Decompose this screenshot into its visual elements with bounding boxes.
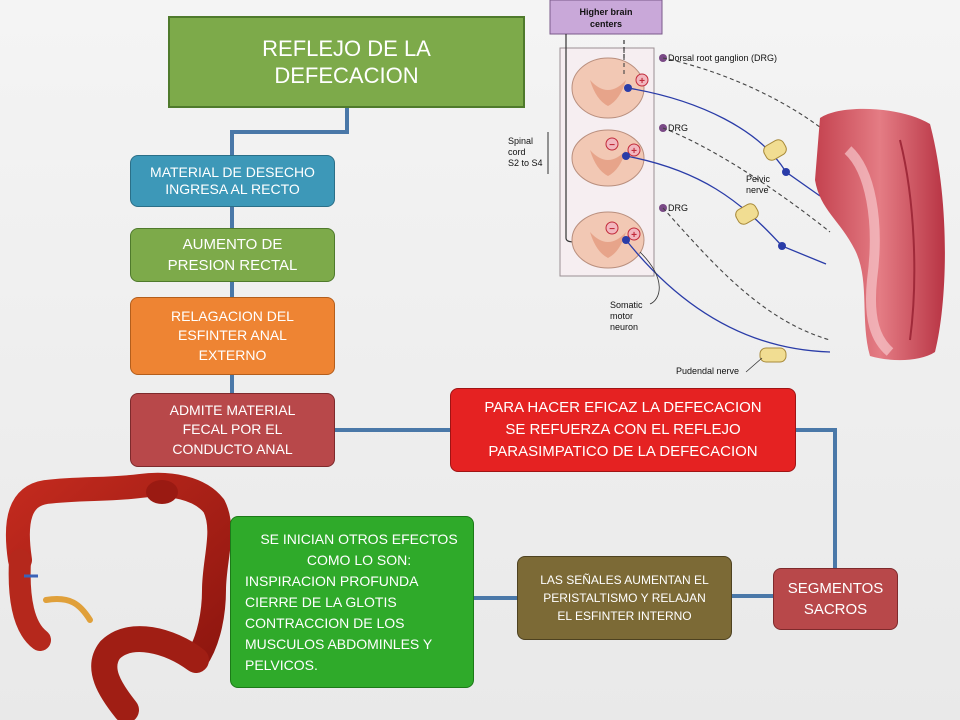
colon-illustration: [5, 472, 232, 720]
minus-sign-2: −: [609, 224, 615, 235]
higher-brain-label-1: Higher brain: [579, 7, 632, 17]
spinal-segment-1: [571, 57, 645, 119]
step-relajacion-line-2: ESFINTER ANAL: [178, 327, 287, 344]
step-efectos-line-3: INSPIRACION PROFUNDA: [245, 572, 419, 589]
minus-sign-1: −: [609, 140, 615, 151]
step-otros-efectos: SE INICIAN OTROS EFECTOS COMO LO SON: IN…: [230, 516, 474, 688]
pelvic-nerve-label-1: Pelvic: [746, 174, 771, 184]
step-aumento-line-1: AUMENTO DE: [182, 236, 283, 253]
rectum-illustration: [815, 108, 945, 361]
pudendal-nerve-bundle: [759, 347, 787, 363]
spinal-segment-2: [571, 129, 645, 187]
step-admite-line-1: ADMITE MATERIAL: [169, 401, 296, 418]
step-material-line-1: MATERIAL DE DESECHO: [150, 163, 315, 180]
step-material-desecho: MATERIAL DE DESECHO INGRESA AL RECTO: [130, 155, 335, 207]
step-senales-line-2: PERISTALTISMO Y RELAJAN: [543, 591, 706, 605]
step-admite-material: ADMITE MATERIAL FECAL POR EL CONDUCTO AN…: [130, 393, 335, 467]
plus-sign-3: +: [631, 230, 637, 241]
somatic-label-2: motor: [610, 311, 633, 321]
step-efectos-line-6: MUSCULOS ABDOMINLES Y: [245, 635, 433, 652]
drg-label-2: DRG: [668, 123, 688, 133]
step-material-line-2: INGRESA AL RECTO: [165, 181, 300, 197]
step-refuerzo-line-2: SE REFUERZA CON EL REFLEJO: [505, 421, 741, 439]
pelvic-nerve-bundle-1: [763, 139, 787, 161]
afferent-fiber-2: [662, 127, 831, 233]
step-efectos-line-1: SE INICIAN OTROS EFECTOS: [260, 530, 458, 547]
pudendal-label: Pudendal nerve: [676, 366, 739, 376]
title-line-2: DEFECACION: [274, 63, 419, 88]
pelvic-nerve-label-2: nerve: [746, 185, 769, 195]
drg-full-label: Dorsal root ganglion (DRG): [668, 53, 777, 63]
step-senales-line-1: LAS SEÑALES AUMENTAN EL: [540, 573, 709, 587]
step-efectos-line-5: CONTRACCION DE LOS: [245, 614, 405, 631]
step-refuerzo-line-1: PARA HACER EFICAZ LA DEFECACION: [484, 399, 762, 417]
step-relajacion-line-1: RELAGACION DEL: [171, 307, 294, 324]
step-admite-line-2: FECAL POR EL: [182, 421, 283, 438]
step-segmentos-line-1: SEGMENTOS: [787, 580, 884, 597]
step-aumento-line-2: PRESION RECTAL: [167, 257, 298, 274]
pelvic-nerve-bundle-2: [735, 203, 759, 225]
step-efectos-line-4: CIERRE DE LA GLOTIS: [245, 593, 397, 610]
step-refuerzo-line-3: PARASIMPATICO DE LA DEFECACION: [488, 442, 758, 460]
step-senales-peristaltismo: LAS SEÑALES AUMENTAN EL PERISTALTISMO Y …: [517, 556, 732, 640]
higher-brain-centers-box: Higher brain centers: [549, 0, 663, 35]
step-senales-line-3: EL ESFINTER INTERNO: [557, 609, 692, 623]
drg-label-3: DRG: [668, 203, 688, 213]
step-aumento-presion: AUMENTO DE PRESION RECTAL: [130, 228, 335, 282]
plus-sign-2: +: [631, 146, 637, 157]
somatic-label-3: neuron: [610, 322, 638, 332]
step-admite-line-3: CONDUCTO ANAL: [172, 440, 293, 457]
step-efectos-line-7: PELVICOS.: [245, 656, 318, 673]
step-relajacion-line-3: EXTERNO: [198, 346, 267, 363]
title-line-1: REFLEJO DE LA: [262, 35, 431, 61]
spinal-cord-label-1: Spinal: [508, 136, 533, 146]
spinal-cord-label-3: S2 to S4: [508, 158, 543, 168]
step-relajacion-esfinter: RELAGACION DEL ESFINTER ANAL EXTERNO: [130, 297, 335, 375]
somatic-label-1: Somatic: [610, 300, 643, 310]
afferent-fiber-3: [662, 207, 831, 341]
connector-refuerzo-segmentos: [796, 428, 837, 568]
connector-title-material: [230, 108, 349, 155]
step-refuerzo-parasimpatico: PARA HACER EFICAZ LA DEFECACION SE REFUE…: [450, 388, 796, 472]
higher-brain-label-2: centers: [590, 19, 622, 29]
pudendal-nerve-fiber: [625, 239, 831, 353]
step-efectos-line-2: COMO LO SON:: [306, 551, 412, 568]
pelvic-nerve-fiber-1: [627, 87, 821, 197]
step-segmentos-sacros: SEGMENTOS SACROS: [773, 568, 898, 630]
spinal-cord-label-2: cord: [508, 147, 526, 157]
afferent-fiber-1: [662, 57, 837, 141]
spinal-segment-3: [571, 211, 645, 269]
plus-sign-1: +: [639, 76, 645, 87]
pelvic-nerve-fiber-2: [625, 155, 827, 265]
step-segmentos-line-2: SACROS: [803, 601, 868, 618]
title-box: REFLEJO DE LA DEFECACION: [168, 16, 525, 108]
